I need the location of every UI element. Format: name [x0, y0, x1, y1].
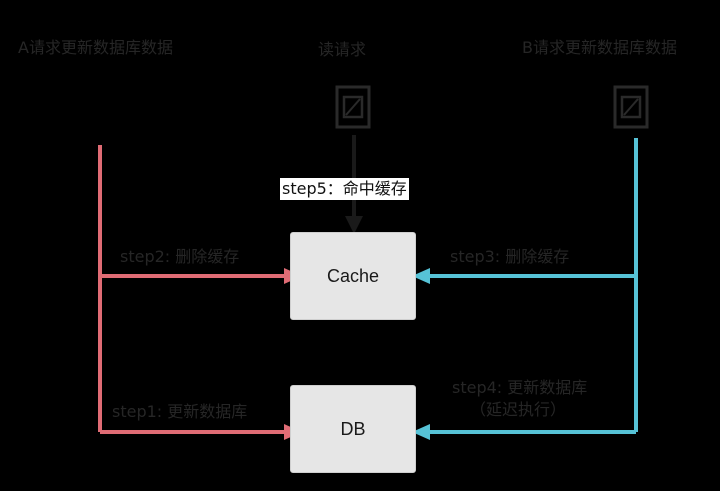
- request-a-db-step-label: step1: 更新数据库: [112, 402, 248, 421]
- reader-path: [345, 135, 363, 234]
- request-b-cache-arrow: [412, 268, 430, 284]
- request-b-cache-step-label: step3: 删除缓存: [450, 247, 570, 266]
- request-b-document-icon: [613, 85, 649, 129]
- request-b-title: B请求更新数据库数据: [522, 38, 677, 57]
- db-node-label: DB: [340, 418, 366, 439]
- request-a-path: [98, 145, 302, 440]
- request-b-db-arrow: [412, 424, 430, 440]
- step5-hit-cache-label: step5：命中缓存: [280, 178, 409, 200]
- request-b-path: [412, 138, 638, 440]
- db-node: DB: [290, 385, 416, 473]
- request-a-title: A请求更新数据库数据: [18, 38, 173, 57]
- reader-document-icon: [335, 85, 371, 129]
- request-b-db-step-label-line2: （延迟执行）: [470, 400, 567, 419]
- reader-arrow: [345, 216, 363, 234]
- cache-node: Cache: [290, 232, 416, 320]
- request-a-cache-step-label: step2: 删除缓存: [120, 247, 240, 266]
- request-b-db-step-label-line1: step4: 更新数据库: [452, 378, 588, 397]
- reader-title: 读请求: [318, 40, 367, 59]
- cache-node-label: Cache: [326, 265, 380, 286]
